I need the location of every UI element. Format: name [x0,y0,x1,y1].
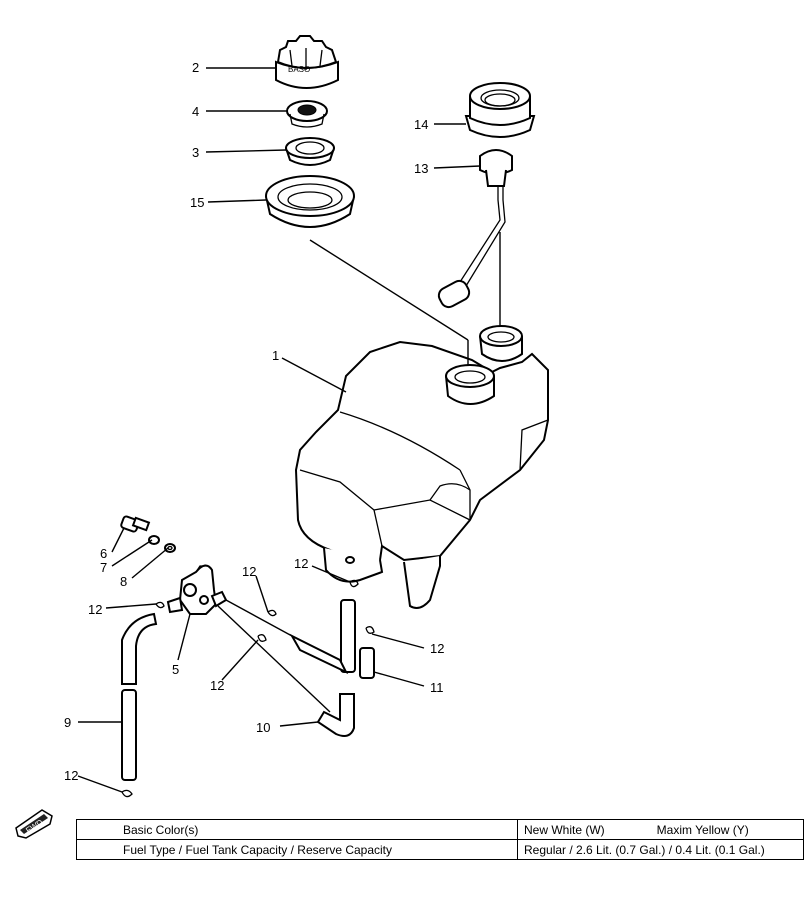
part-10-elbow-hose [316,693,355,737]
callout-12-c: 12 [210,678,224,693]
callout-5: 5 [172,662,179,677]
cap-text: BASO [288,65,310,74]
part-9-fuel-hose [121,612,158,781]
spec-value-fuel: Regular / 2.6 Lit. (0.7 Gal.) / 0.4 Lit.… [517,839,804,860]
callout-10: 10 [256,720,270,735]
callout-11: 11 [430,680,444,695]
part-5-fuel-cock [166,564,228,615]
part-14-cap-nut [464,82,536,138]
color-option-white: New White (W) [524,822,605,837]
color-option-yellow: Maxim Yellow (Y) [656,822,749,837]
spec-value-colors: New White (W) Maxim Yellow (Y) [517,819,804,840]
callout-12-d: 12 [294,556,308,571]
part-12-hose-clips [121,579,375,798]
callout-14: 14 [414,117,428,132]
spec-table: Basic Color(s) New White (W) Maxim Yellow… [76,819,804,860]
part-4-gasket [286,100,328,128]
part-13-fuel-gauge [437,149,513,309]
callout-6: 6 [100,546,107,561]
callout-12-a: 12 [88,602,102,617]
callout-13: 13 [414,161,428,176]
leader-lines [77,67,501,793]
callout-12-e: 12 [430,641,444,656]
callout-12-f: 12 [64,768,78,783]
callout-15: 15 [190,195,204,210]
callout-9: 9 [64,715,71,730]
callout-2: 2 [192,60,199,75]
callout-numbers: 2 4 3 15 14 13 1 6 7 8 12 5 12 12 12 12 … [64,60,444,783]
callout-3: 3 [192,145,199,160]
callout-7: 7 [100,560,107,575]
spec-row-colors: Basic Color(s) New White (W) Maxim Yellow… [76,819,804,840]
part-6-screw [120,515,151,533]
part-3-gasket-ring [285,137,335,166]
fwd-arrow-icon: FWD [15,809,53,839]
part-2-fuel-cap: BASO [275,35,339,89]
callout-8: 8 [120,574,127,589]
callout-4: 4 [192,104,199,119]
callout-1: 1 [272,348,279,363]
part-11-fuel-hose [289,599,375,679]
callout-12-b: 12 [242,564,256,579]
part-15-filler-ring [265,175,355,228]
spec-label-colors: Basic Color(s) [76,819,518,840]
part-8-washer [164,543,176,553]
spec-row-fuel: Fuel Type / Fuel Tank Capacity / Reserve… [76,839,804,860]
part-7-washer [148,535,160,545]
part-1-fuel-tank [294,325,549,609]
spec-label-fuel: Fuel Type / Fuel Tank Capacity / Reserve… [76,839,518,860]
